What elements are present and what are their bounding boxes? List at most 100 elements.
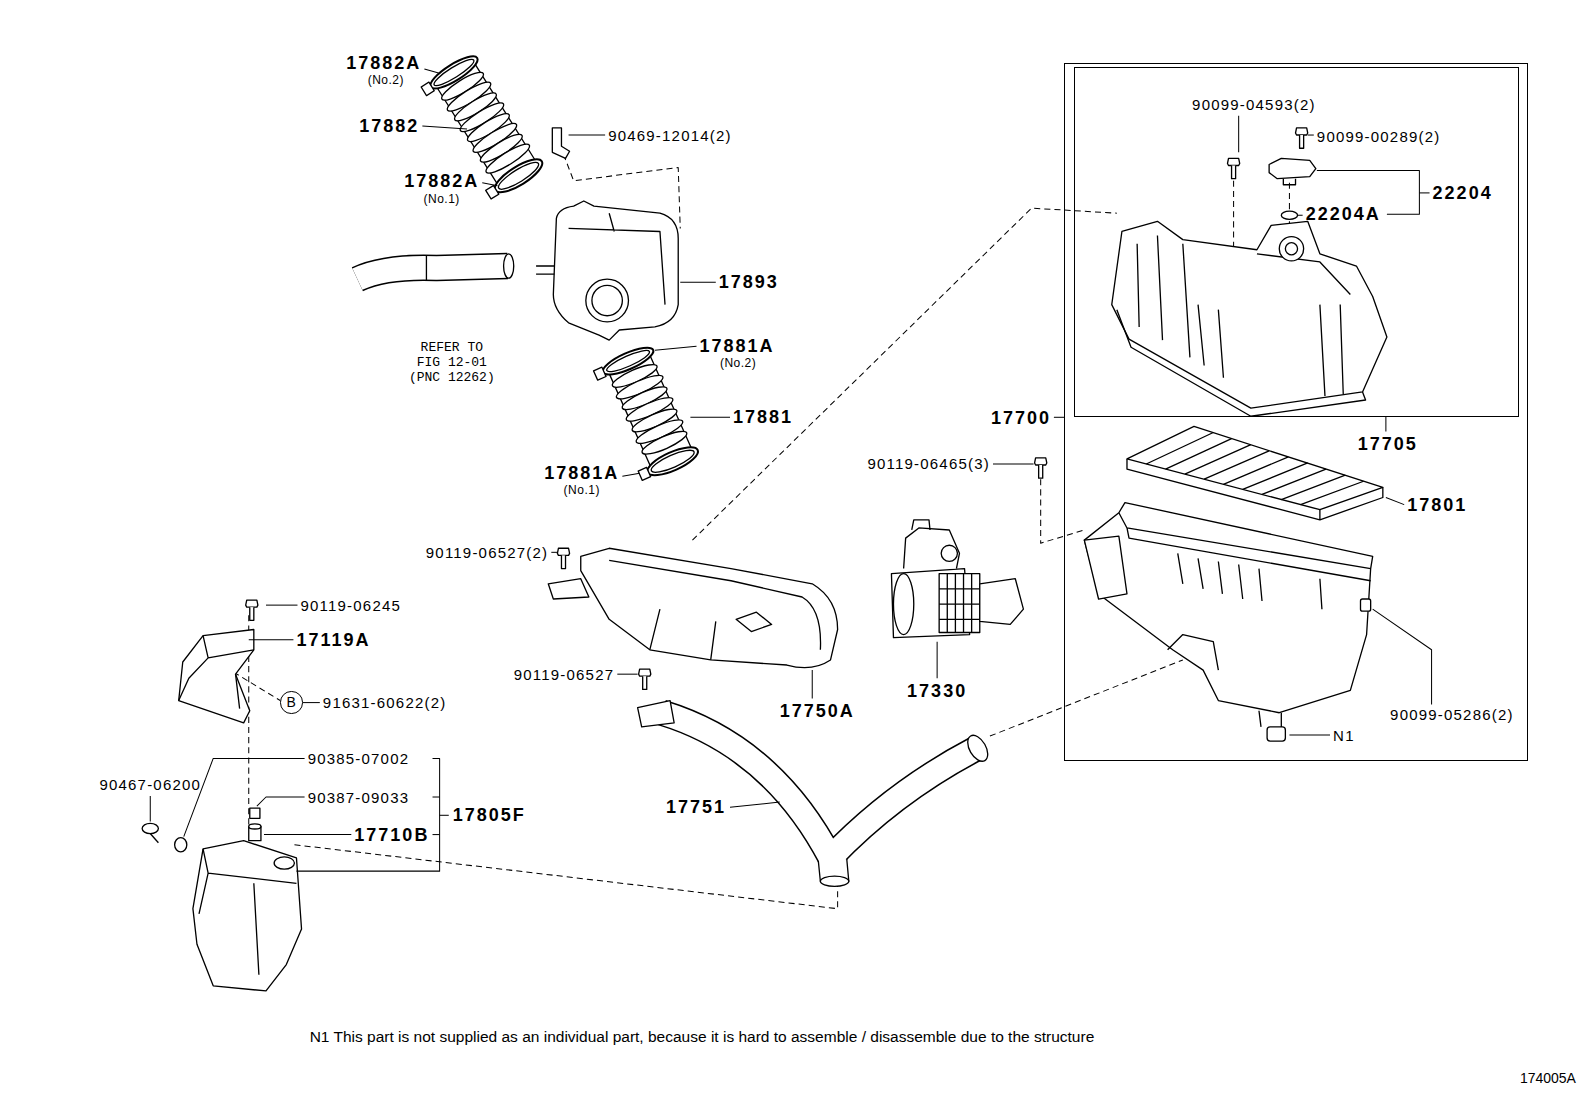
air-flow-meter [939,574,980,633]
part-number: 17805F [453,806,526,824]
bracket [179,629,254,722]
air-flow-meter [939,574,980,633]
intake-duct [581,548,838,667]
air-hose [421,82,434,95]
bolt [1227,158,1239,178]
resonator [553,201,678,340]
variant-note: (No.1) [564,484,600,496]
leader-line [264,834,351,835]
bolt [246,600,258,620]
leader-line [812,670,813,698]
air-cleaner-cap [1279,237,1303,261]
part-number: 17881A [544,464,619,482]
fastener [150,834,158,843]
leader-line [1385,416,1386,431]
resonator [536,201,678,340]
air-hose [644,442,702,481]
leader-line [622,473,639,476]
leader-line [1419,192,1429,193]
resonator [536,266,554,274]
resonator [274,857,294,869]
part-number: 90385-07002 [308,751,410,766]
leader-line [617,674,637,675]
bracket [179,636,254,709]
leader-line [150,69,1431,837]
part-number: 17881 [733,408,793,426]
part-number: 17700 [991,409,1051,427]
leader-line [150,796,151,821]
air-hose [495,158,541,193]
bracket [179,629,254,722]
leader-line [266,605,297,606]
part-number: 17882A [346,54,421,72]
air-cleaner-case [1084,536,1127,599]
fastener [142,808,261,852]
air-hose [490,154,546,199]
intake-air-sensor [1269,158,1316,178]
part-number: 90469-12014(2) [608,128,732,143]
air-hose [592,343,701,485]
part-number: 22204A [1306,205,1381,223]
clip-bolt [552,128,569,158]
part-number: 17705 [1358,435,1418,453]
leader-line [569,135,606,136]
air-flow-meter [891,520,1023,638]
leader-line [422,126,467,129]
dashed-guide [990,660,1183,736]
fastener [175,838,187,852]
part-number: 90119-06527 [514,667,615,682]
air-hose [605,347,652,375]
part-number: 90099-05286(2) [1390,707,1514,722]
intake-pipe [662,713,977,858]
air-cleaner-case [1259,711,1281,727]
part-number: 17881A [700,337,775,355]
leader-line [482,183,497,186]
parts-illustration [142,51,1431,991]
bolt [246,128,1308,689]
variant-note: (No.1) [423,193,459,205]
dashed-guide [1041,479,1085,543]
intake-air-sensor [1281,211,1297,219]
air-cleaner-case [1267,727,1285,741]
air-cleaner-cap [1112,221,1387,416]
air-cleaner-cap [1137,236,1350,358]
variant-note: (No.2) [720,357,756,369]
leader-line [424,69,438,73]
intake-duct [736,612,772,631]
breather-hose [426,256,427,280]
intake-pipe [638,701,675,727]
intake-pipe [964,732,992,765]
air-cleaner-case [1119,513,1371,581]
part-number: 17750A [780,702,855,720]
intake-duct [548,548,837,667]
air-filter [1127,426,1383,509]
part-number: 17882A [404,172,479,190]
part-number: 17710B [354,826,429,844]
breather-hose [357,254,513,280]
resonator [586,279,629,322]
air-cleaner-case [1168,635,1219,671]
variant-note: (No.2) [368,74,404,86]
leader-line [1298,215,1303,216]
leader-line [249,639,294,640]
reference-note: REFER TO FIG 12-01 (PNC 12262) [407,341,497,386]
part-number: 91631-60622(2) [323,695,447,710]
intake-duct [609,560,820,649]
part-number: 17801 [1407,496,1467,514]
leader-line [257,797,305,806]
intake-pipe [820,876,848,886]
leader-line [551,552,557,553]
dashed-guide [294,845,837,909]
air-hose [594,367,606,380]
part-number: 90467-06200 [99,777,201,792]
air-cleaner-cap [1112,221,1387,408]
part-number: 17330 [907,682,967,700]
air-filter [1146,433,1363,505]
air-cleaner-cap [1198,305,1343,396]
dashed-guide [692,208,1116,540]
intake-pipe [638,701,992,887]
leader-line [655,346,697,350]
